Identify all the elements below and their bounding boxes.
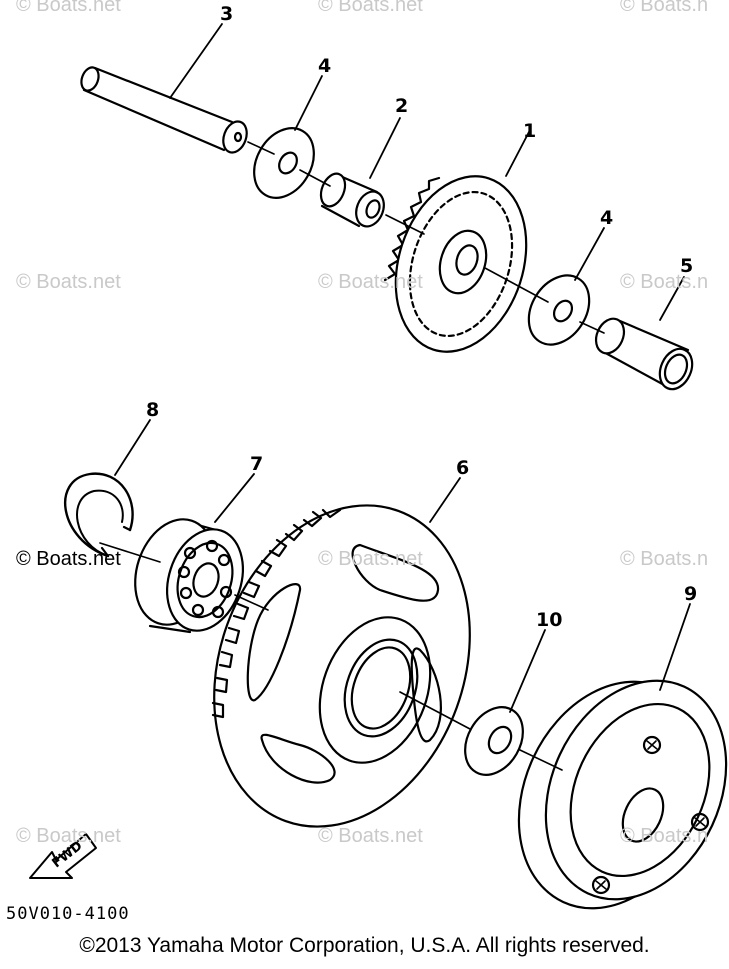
watermark: © Boats.n [620,0,709,16]
callout-label: 6 [456,457,469,479]
callout-label: 5 [680,255,693,277]
bearing-part-7 [134,518,244,634]
bushing-part-5 [594,317,694,391]
callout-label: 8 [146,399,159,421]
collar-part-2 [319,172,385,228]
watermark: © Boats.n [620,548,709,570]
washer-part-4-upper [253,127,315,199]
watermark: © Boats.net [318,271,423,293]
callout-label: 1 [523,120,536,142]
starter-clutch-part-9 [517,679,728,910]
washer-part-10 [464,706,524,776]
starter-wheel-gear-part-6 [211,504,471,828]
callout-label: 3 [220,3,233,25]
watermark: © Boats.n [620,271,709,293]
diagram-code: 50V010-4100 [6,904,130,924]
watermark: © Boats.net [16,548,121,570]
watermark: © Boats.net [318,548,423,570]
watermark: © Boats.net [318,0,423,16]
watermark: © Boats.net [16,825,121,847]
callout-label: 2 [395,95,408,117]
watermark: © Boats.net [16,271,121,293]
axis-line-lower [99,542,563,771]
callout-label: 4 [318,55,331,77]
watermark: © Boats.n [620,825,709,847]
watermark: © Boats.net [318,825,423,847]
shaft-part-3 [80,66,248,154]
callout-label: 4 [600,207,613,229]
washer-part-4-lower [527,274,591,346]
watermark: © Boats.net [16,0,121,16]
callout-label: 9 [684,583,697,605]
fwd-arrow-icon [29,833,97,879]
leader-lines [114,23,691,713]
axis-line-upper [247,141,605,334]
callout-label: 10 [536,609,562,631]
circlip-part-8 [64,472,134,558]
idler-gear-part-1 [383,175,528,353]
callout-label: 7 [250,453,263,475]
copyright-notice: ©2013 Yamaha Motor Corporation, U.S.A. A… [79,934,650,957]
